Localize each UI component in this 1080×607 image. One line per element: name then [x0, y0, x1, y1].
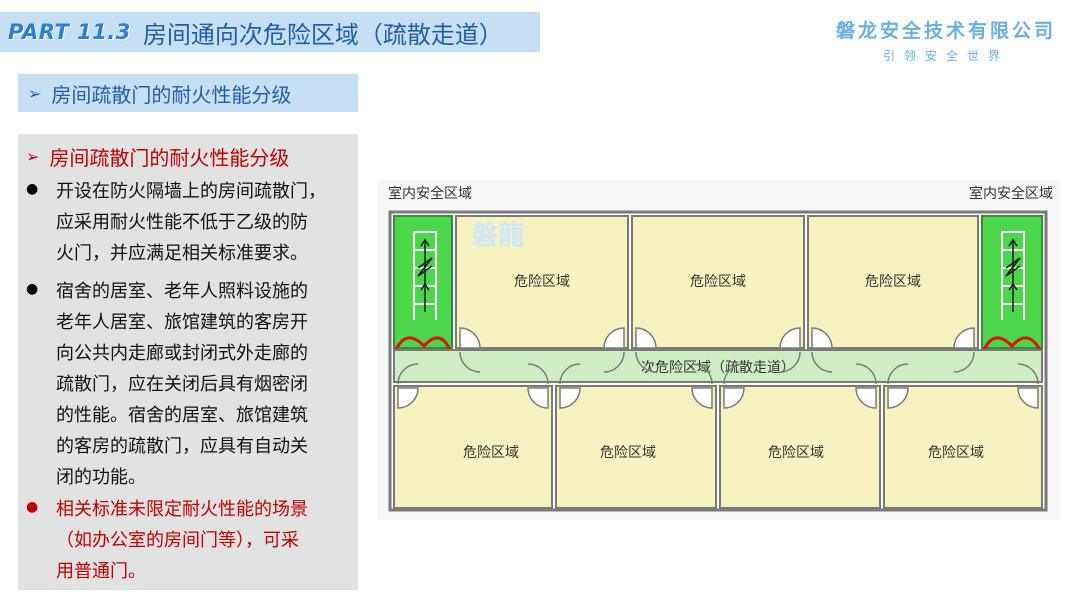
bullet-text: 宿舍的居室、老年人照料设施的 老年人居室、旅馆建筑的客房开 向公共内走廊或封闭式…	[56, 276, 308, 493]
bullet-dot-icon: ●	[26, 281, 39, 297]
right-safe-area-label: 室内安全区域	[969, 185, 1053, 202]
company-slogan: 引领安全世界	[882, 49, 1009, 63]
floor-plan-svg: 室内安全区域 室内安全区域	[388, 185, 1053, 512]
bullet-item: ● 开设在防火隔墙上的房间疏散门， 应采用耐火性能不低于乙级的防 火门，并应满足…	[26, 176, 358, 269]
bullet-item: ● 宿舍的居室、老年人照料设施的 老年人居室、旅馆建筑的客房开 向公共内走廊或封…	[26, 276, 358, 493]
bullet-line: 闭的功能。	[56, 467, 146, 488]
bullet-line: 向公共内走廊或封闭式外走廊的	[56, 343, 308, 364]
room-label: 危险区域	[928, 445, 984, 461]
room-bottom-1	[393, 385, 553, 509]
arrow-icon: ➢	[28, 83, 42, 103]
arrow-icon: ➢	[26, 147, 40, 166]
stair-right-arrow-icon	[1005, 238, 1021, 312]
fire-door-right-icon	[982, 336, 1042, 351]
room-label: 危险区域	[690, 274, 746, 290]
part-label: PART 11.3	[8, 20, 131, 44]
door-arc-corridor-top-icons	[459, 351, 975, 373]
bullet-dot-icon: ●	[26, 181, 39, 197]
bullet-text: 开设在防火隔墙上的房间疏散门， 应采用耐火性能不低于乙级的防 火门，并应满足相关…	[56, 176, 326, 269]
stair-right	[981, 215, 1043, 349]
title-bar: PART 11.3 房间通向次危险区域（疏散走道）	[0, 12, 540, 52]
stair-left	[393, 215, 453, 349]
panel-heading: ➢ 房间疏散门的耐火性能分级	[26, 142, 289, 171]
bullet-line: 疏散门，应在关闭后具有烟密闭	[56, 374, 308, 395]
left-safe-area-label: 室内安全区域	[388, 185, 472, 202]
room-top-1	[455, 215, 629, 349]
room-bottom-2	[555, 385, 717, 509]
bullet-line: 的客房的疏散门，应具有自动关	[56, 436, 308, 457]
room-label: 危险区域	[768, 445, 824, 461]
room-bottom-3	[719, 385, 881, 509]
room-top-3	[807, 215, 979, 349]
fire-door-left-icon	[394, 336, 452, 351]
section-heading: ➢ 房间疏散门的耐火性能分级	[18, 74, 358, 112]
floor-plan-diagram: 室内安全区域 室内安全区域	[378, 180, 1060, 520]
bullet-dot-icon: ●	[26, 499, 39, 515]
door-swing-bottom-icons	[397, 387, 1039, 409]
room-label: 危险区域	[600, 445, 656, 461]
page-title: 房间通向次危险区域（疏散走道）	[142, 20, 503, 49]
bullet-line: 的性能。宿舍的居室、旅馆建筑	[56, 405, 308, 426]
bullet-line: 老年人居室、旅馆建筑的客房开	[56, 312, 308, 333]
bullet-line: 宿舍的居室、老年人照料设施的	[56, 281, 308, 302]
room-label: 危险区域	[514, 274, 570, 290]
bullet-line: 应采用耐火性能不低于乙级的防	[56, 212, 308, 233]
bullet-line: 用普通门。	[56, 561, 146, 582]
bullet-line: （如办公室的房间门等），可采	[56, 530, 299, 551]
room-bottom-4	[883, 385, 1043, 509]
bullet-line: 火门，并应满足相关标准要求。	[56, 243, 308, 264]
stair-left-arrow-icon	[417, 238, 433, 312]
room-label: 危险区域	[865, 274, 921, 290]
corridor	[393, 349, 1043, 383]
corridor-label: 次危险区域（疏散走道）	[641, 360, 795, 376]
watermark-logo: 磐龍	[472, 220, 524, 251]
room-top-2	[631, 215, 805, 349]
company-name: 磐龙安全技术有限公司	[835, 20, 1056, 42]
bullet-item-highlight: ● 相关标准未限定耐火性能的场景 （如办公室的房间门等），可采 用普通门。	[26, 494, 358, 587]
bullet-text: 相关标准未限定耐火性能的场景 （如办公室的房间门等），可采 用普通门。	[56, 494, 308, 587]
door-arc-corridor-bottom-icons	[397, 363, 1039, 385]
door-swing-top-icons	[459, 327, 975, 349]
panel-heading-label: 房间疏散门的耐火性能分级	[49, 146, 290, 170]
section-heading-label: 房间疏散门的耐火性能分级	[51, 82, 292, 107]
bullet-line: 开设在防火隔墙上的房间疏散门，	[56, 181, 326, 202]
room-label: 危险区域	[463, 445, 519, 461]
bullet-line: 相关标准未限定耐火性能的场景	[56, 499, 308, 520]
company-logo: 磐龙安全技术有限公司 引领安全世界	[836, 16, 1056, 64]
content-panel: ➢ 房间疏散门的耐火性能分级 ● 开设在防火隔墙上的房间疏散门， 应采用耐火性能…	[18, 134, 358, 590]
